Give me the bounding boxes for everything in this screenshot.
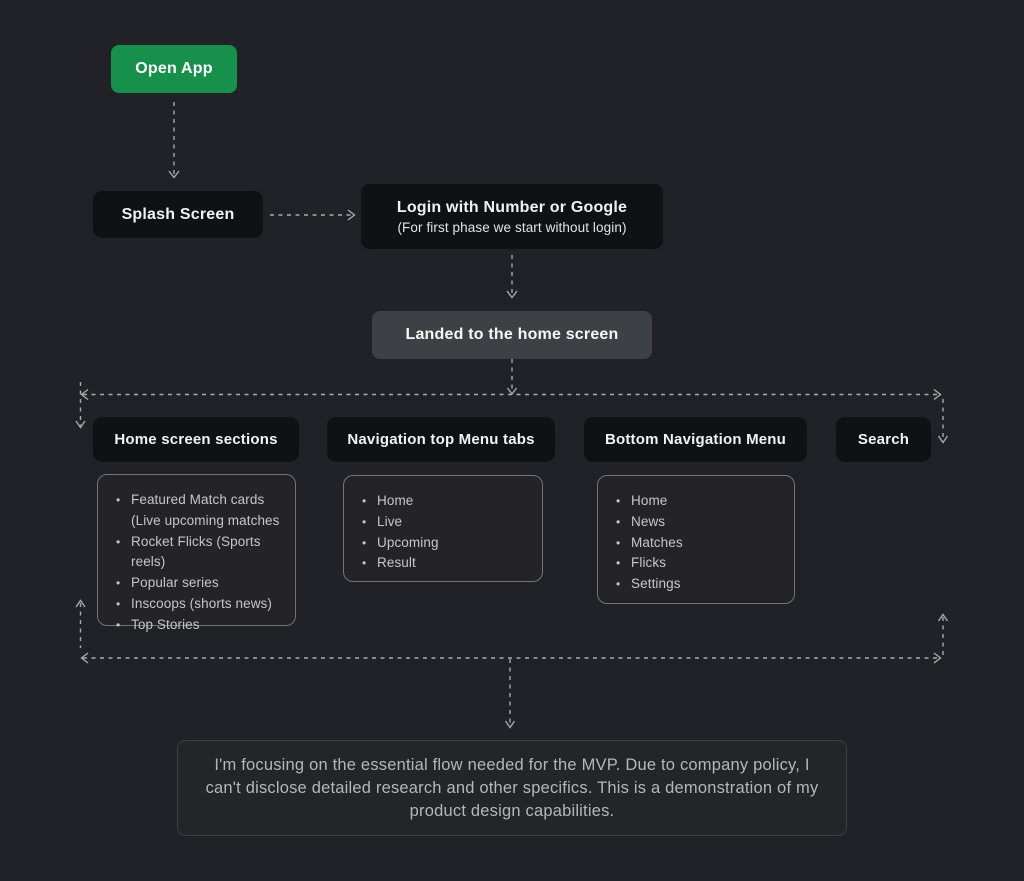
list-item: Home <box>358 491 532 512</box>
arrowhead-down-icon <box>937 435 949 444</box>
splash-screen-label: Splash Screen <box>121 205 235 223</box>
section-navigation-top-menu-tabs: Navigation top Menu tabs <box>327 417 555 462</box>
splash-screen-node: Splash Screen <box>93 191 263 238</box>
section-bottom-navigation-menu: Bottom Navigation Menu <box>584 417 807 462</box>
section-label: Bottom Navigation Menu <box>604 431 787 448</box>
top-menu-tabs-list: HomeLiveUpcomingResult <box>343 475 543 582</box>
list-item: Top Stories <box>112 615 285 636</box>
arrowhead-down-icon <box>504 720 516 729</box>
arrowhead-right-icon <box>933 388 942 401</box>
arrowhead-left-icon <box>80 388 89 401</box>
disclaimer-note: I'm focusing on the essential flow neede… <box>177 740 847 836</box>
arrowhead-up-icon <box>75 599 86 608</box>
login-title: Login with Number or Google <box>396 198 628 216</box>
section-label: Home screen sections <box>114 431 278 448</box>
section-home-screen-sections: Home screen sections <box>93 417 299 462</box>
list-item: Upcoming <box>358 533 532 554</box>
bottom-navigation-list: HomeNewsMatchesFlicksSettings <box>597 475 795 604</box>
disclaimer-text: I'm focusing on the essential flow neede… <box>205 755 819 820</box>
list-item: News <box>612 512 784 533</box>
home-screen-sections-list: Featured Match cards (Live upcoming matc… <box>97 474 296 635</box>
arrowhead-right-icon <box>933 652 942 664</box>
list-item: Inscoops (shorts news) <box>112 594 285 615</box>
arrowhead-down-icon <box>168 170 180 179</box>
list-item: Live <box>358 512 532 533</box>
arrowhead-right-icon <box>347 209 356 221</box>
open-app-node: Open App <box>111 45 237 93</box>
bullet-list: Featured Match cards (Live upcoming matc… <box>112 490 285 636</box>
arrowhead-down-icon <box>506 387 518 396</box>
landed-home-node: Landed to the home screen <box>372 311 652 359</box>
arrowhead-left-icon <box>80 652 89 664</box>
list-item: Settings <box>612 574 784 595</box>
list-item: Flicks <box>612 553 784 574</box>
list-item: Rocket Flicks (Sports reels) <box>112 532 285 574</box>
landed-home-label: Landed to the home screen <box>405 326 619 343</box>
arrowhead-down-icon <box>506 290 518 299</box>
arrowhead-up-icon <box>937 613 949 622</box>
login-subtitle: (For first phase we start without login) <box>397 219 627 235</box>
arrowhead-down-icon <box>75 420 86 429</box>
list-item: Featured Match cards (Live upcoming matc… <box>112 490 285 532</box>
bullet-list: HomeLiveUpcomingResult <box>358 491 532 574</box>
section-label: Search <box>857 431 910 448</box>
section-label: Navigation top Menu tabs <box>347 431 535 448</box>
open-app-label: Open App <box>135 60 213 77</box>
section-search: Search <box>836 417 931 462</box>
list-item: Popular series <box>112 573 285 594</box>
list-item: Home <box>612 491 784 512</box>
bullet-list: HomeNewsMatchesFlicksSettings <box>612 491 784 595</box>
list-item: Result <box>358 553 532 574</box>
login-node: Login with Number or Google (For first p… <box>361 184 663 249</box>
list-item: Matches <box>612 533 784 554</box>
